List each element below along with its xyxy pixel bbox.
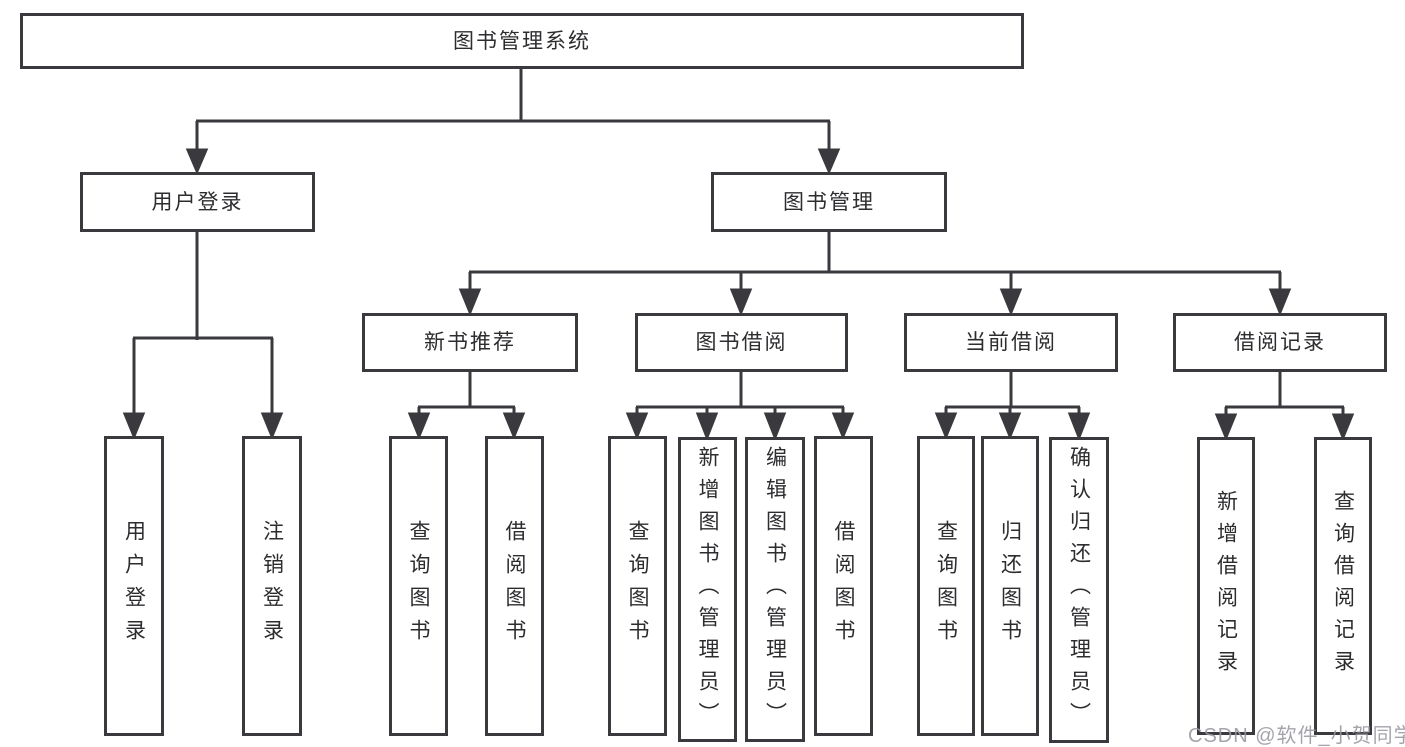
leaf-logout: 注销登录 bbox=[242, 436, 302, 736]
connector-root-branches bbox=[185, 69, 841, 175]
connector-new-book-children bbox=[407, 371, 526, 440]
node-user-login: 用户登录 bbox=[80, 172, 315, 232]
leaf-borrow-books: 借阅图书 bbox=[814, 436, 873, 736]
connector-user-login-children bbox=[122, 231, 284, 440]
leaf-add-books-admin: 新增图书（管理员） bbox=[678, 437, 737, 742]
node-label: 借阅记录 bbox=[1234, 331, 1326, 354]
node-label: 新增借阅记录 bbox=[1214, 490, 1238, 682]
node-label: 图书管理系统 bbox=[453, 29, 591, 53]
node-label: 注销登录 bbox=[260, 520, 284, 652]
node-label: 借阅图书 bbox=[832, 520, 855, 652]
node-book-management: 图书管理 bbox=[711, 172, 947, 232]
connector-book-borrow-children bbox=[625, 371, 855, 442]
node-label: 借阅图书 bbox=[503, 520, 526, 652]
connector-book-management-children bbox=[458, 231, 1292, 316]
node-new-book-recommend: 新书推荐 bbox=[362, 313, 578, 372]
node-label: 图书借阅 bbox=[695, 331, 788, 354]
node-label: 用户登录 bbox=[151, 190, 244, 214]
node-borrow-records: 借阅记录 bbox=[1173, 313, 1387, 372]
leaf-borrow-books-recommend: 借阅图书 bbox=[485, 436, 544, 736]
leaf-return-books: 归还图书 bbox=[981, 436, 1039, 736]
node-label: 编辑图书（管理员） bbox=[763, 445, 787, 734]
csdn-watermark: CSDN @软件_小贺同学 bbox=[1188, 725, 1405, 747]
node-current-borrow: 当前借阅 bbox=[904, 313, 1118, 372]
node-label: 新增图书（管理员） bbox=[696, 445, 719, 734]
node-label: 查询借阅记录 bbox=[1331, 490, 1355, 682]
node-label: 确认归还（管理员） bbox=[1067, 446, 1091, 734]
leaf-confirm-return-admin: 确认归还（管理员） bbox=[1049, 437, 1109, 743]
node-label: 查询图书 bbox=[407, 520, 430, 652]
leaf-user-login: 用户登录 bbox=[104, 436, 164, 736]
node-label: 新书推荐 bbox=[424, 331, 516, 354]
node-label: 归还图书 bbox=[998, 520, 1022, 652]
node-label: 查询图书 bbox=[626, 520, 649, 652]
node-library-management-system: 图书管理系统 bbox=[20, 13, 1024, 69]
node-label: 用户登录 bbox=[122, 520, 146, 652]
node-book-borrow: 图书借阅 bbox=[635, 313, 848, 372]
leaf-edit-books-admin: 编辑图书（管理员） bbox=[745, 437, 805, 742]
connector-borrow-record-children bbox=[1214, 371, 1355, 441]
leaf-query-books-borrow: 查询图书 bbox=[608, 436, 667, 736]
node-label: 当前借阅 bbox=[965, 331, 1057, 354]
leaf-query-books-recommend: 查询图书 bbox=[389, 436, 448, 736]
leaf-query-borrow-record: 查询借阅记录 bbox=[1314, 437, 1372, 735]
leaf-query-books-current: 查询图书 bbox=[917, 436, 975, 736]
connector-current-borrow-children bbox=[934, 371, 1091, 442]
node-label: 图书管理 bbox=[783, 190, 875, 214]
leaf-add-borrow-record: 新增借阅记录 bbox=[1197, 437, 1255, 735]
node-label: 查询图书 bbox=[934, 520, 958, 652]
